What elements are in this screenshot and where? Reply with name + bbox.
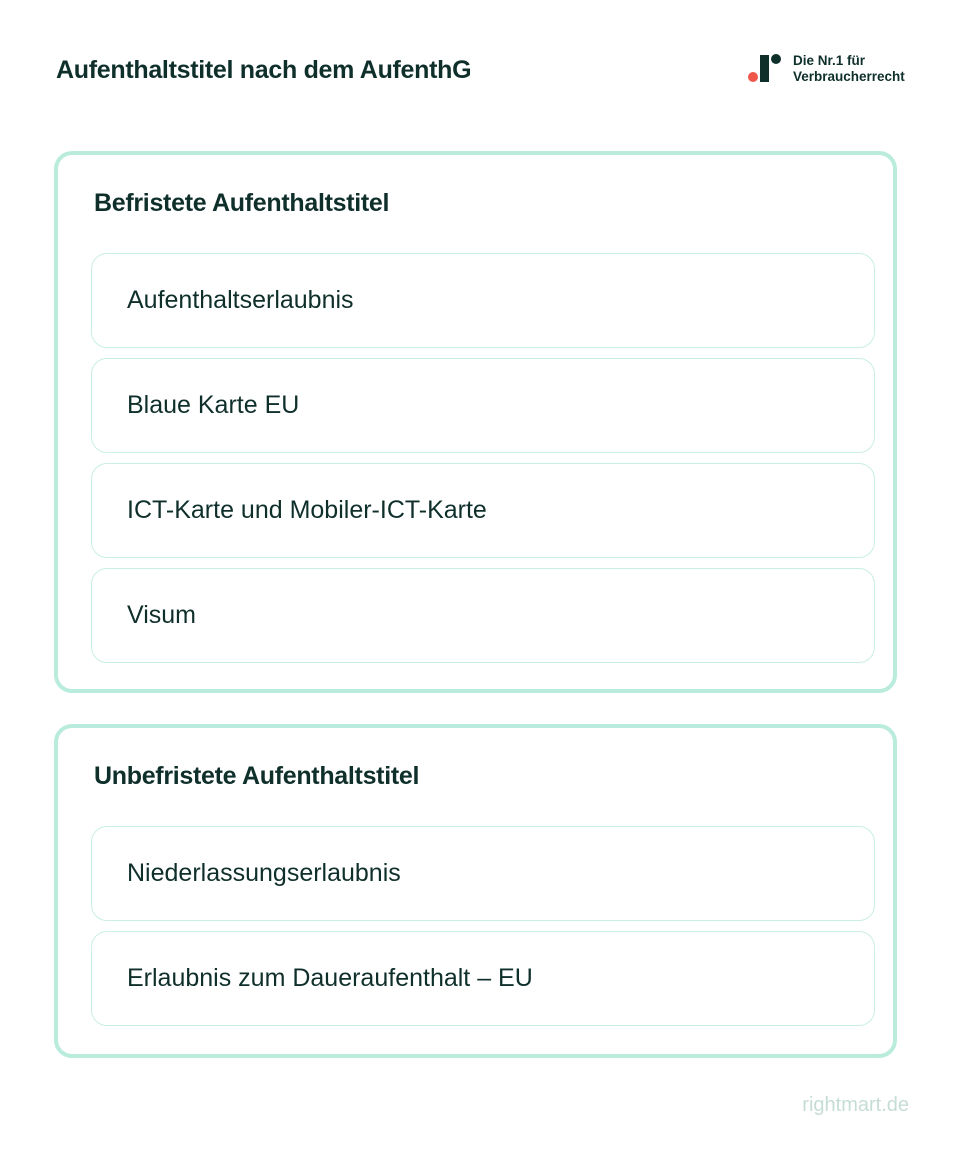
item-label: ICT-Karte und Mobiler-ICT-Karte xyxy=(127,496,487,524)
item-label: Blaue Karte EU xyxy=(127,391,300,419)
item-label: Aufenthaltserlaubnis xyxy=(127,286,354,314)
group-permanent-permits: Unbefristete Aufenthaltstitel Niederlass… xyxy=(54,724,897,1058)
list-item: Blaue Karte EU xyxy=(91,358,875,453)
group-heading: Befristete Aufenthaltstitel xyxy=(94,189,390,217)
rightmart-logo[interactable]: Die Nr.1 für Verbraucherrecht xyxy=(746,53,905,85)
list-item: Visum xyxy=(91,568,875,663)
group-heading: Unbefristete Aufenthaltstitel xyxy=(94,762,420,790)
item-label: Niederlassungserlaubnis xyxy=(127,859,401,887)
list-item: Niederlassungserlaubnis xyxy=(91,826,875,921)
item-list: Aufenthaltserlaubnis Blaue Karte EU ICT-… xyxy=(91,253,875,673)
logo-mark-icon xyxy=(746,53,782,85)
item-list: Niederlassungserlaubnis Erlaubnis zum Da… xyxy=(91,826,875,1036)
list-item: Aufenthaltserlaubnis xyxy=(91,253,875,348)
list-item: ICT-Karte und Mobiler-ICT-Karte xyxy=(91,463,875,558)
page-title: Aufenthaltstitel nach dem AufenthG xyxy=(56,56,472,84)
item-label: Erlaubnis zum Daueraufenthalt – EU xyxy=(127,964,533,992)
item-label: Visum xyxy=(127,601,197,629)
logo-tagline-line-2: Verbraucherrecht xyxy=(793,69,905,84)
group-temporary-permits: Befristete Aufenthaltstitel Aufenthaltse… xyxy=(54,151,897,693)
footer-domain[interactable]: rightmart.de xyxy=(802,1094,909,1116)
logo-red-dot xyxy=(748,72,758,82)
logo-dark-dot xyxy=(771,54,781,64)
list-item: Erlaubnis zum Daueraufenthalt – EU xyxy=(91,931,875,1026)
logo-tagline-line-1: Die Nr.1 für xyxy=(793,53,866,68)
logo-tagline: Die Nr.1 für Verbraucherrecht xyxy=(793,53,905,85)
logo-bar xyxy=(760,55,769,82)
